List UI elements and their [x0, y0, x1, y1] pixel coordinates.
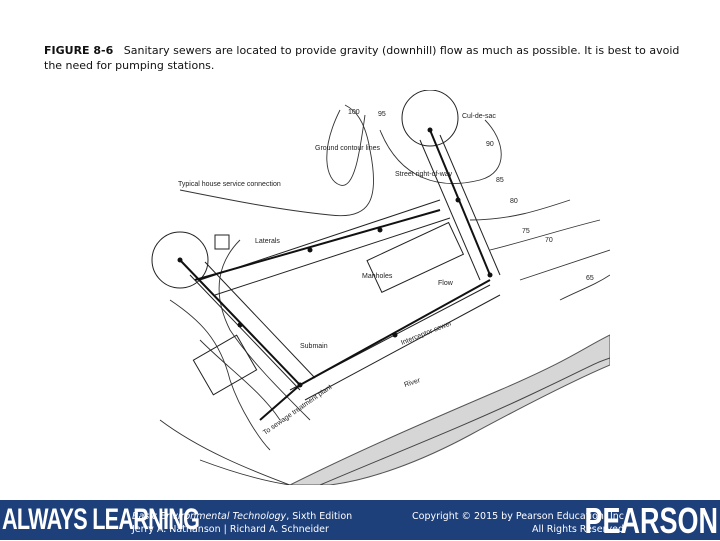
- contour-70-label: 70: [545, 237, 553, 244]
- cul-de-sac-left: [151, 231, 209, 289]
- manholes: [177, 127, 493, 388]
- sewer-diagram: 100 95 Ground contour lines Cul-de-sac 9…: [140, 89, 611, 486]
- block: [192, 334, 258, 396]
- book-edition: , Sixth Edition: [286, 511, 353, 522]
- cul-de-sac-label: Cul-de-sac: [462, 113, 496, 120]
- flow-label: Flow: [438, 280, 454, 287]
- contour-75-label: 75: [522, 228, 530, 235]
- copyright-text: Copyright © 2015 by Pearson Education, I…: [412, 511, 624, 522]
- contour-65-label: 65: [586, 275, 594, 282]
- pearson-logo: PEARSON: [584, 500, 718, 541]
- figure-caption: FIGURE 8-6 Sanitary sewers are located t…: [44, 43, 684, 73]
- copyright: Copyright © 2015 by Pearson Education, I…: [412, 510, 624, 536]
- contour-lines: [159, 104, 611, 486]
- manholes-label: Manholes: [362, 273, 393, 280]
- always-learning-logo: ALWAYS LEARNING: [2, 503, 200, 536]
- ground-contour-label: Ground contour lines: [315, 145, 380, 152]
- contour-85-label: 85: [496, 177, 504, 184]
- cul-de-sac-top: [401, 89, 459, 147]
- river-label: River: [403, 377, 421, 389]
- house: [214, 234, 230, 250]
- book-authors: Jerry A. Nathanson | Richard A. Schneide…: [132, 524, 329, 535]
- street-label: Street right-of-way: [395, 171, 453, 178]
- typical-house-label: Typical house service connection: [178, 181, 281, 188]
- interceptor-label: Interceptor sewer: [400, 320, 453, 347]
- river-bank-2: [319, 357, 611, 486]
- contour-100-label: 100: [348, 109, 360, 116]
- contour-90-label: 90: [486, 141, 494, 148]
- river-bank: [289, 334, 611, 486]
- book-info: Basic Environmental Technology, Sixth Ed…: [132, 510, 352, 536]
- laterals-label: Laterals: [255, 238, 280, 245]
- sewer-diagram-svg: 100 95 Ground contour lines Cul-de-sac 9…: [151, 89, 611, 486]
- contour-95-label: 95: [378, 111, 386, 118]
- submain-label: Submain: [300, 343, 328, 350]
- caption-text: Sanitary sewers are located to provide g…: [44, 44, 680, 72]
- footer-bar: ALWAYS LEARNING Basic Environmental Tech…: [0, 500, 720, 540]
- figure-number: FIGURE 8-6: [44, 44, 114, 57]
- block: [366, 221, 465, 293]
- rights-text: All Rights Reserved: [532, 524, 624, 535]
- book-title: Basic Environmental Technology: [132, 511, 287, 522]
- contour-80-label: 80: [510, 198, 518, 205]
